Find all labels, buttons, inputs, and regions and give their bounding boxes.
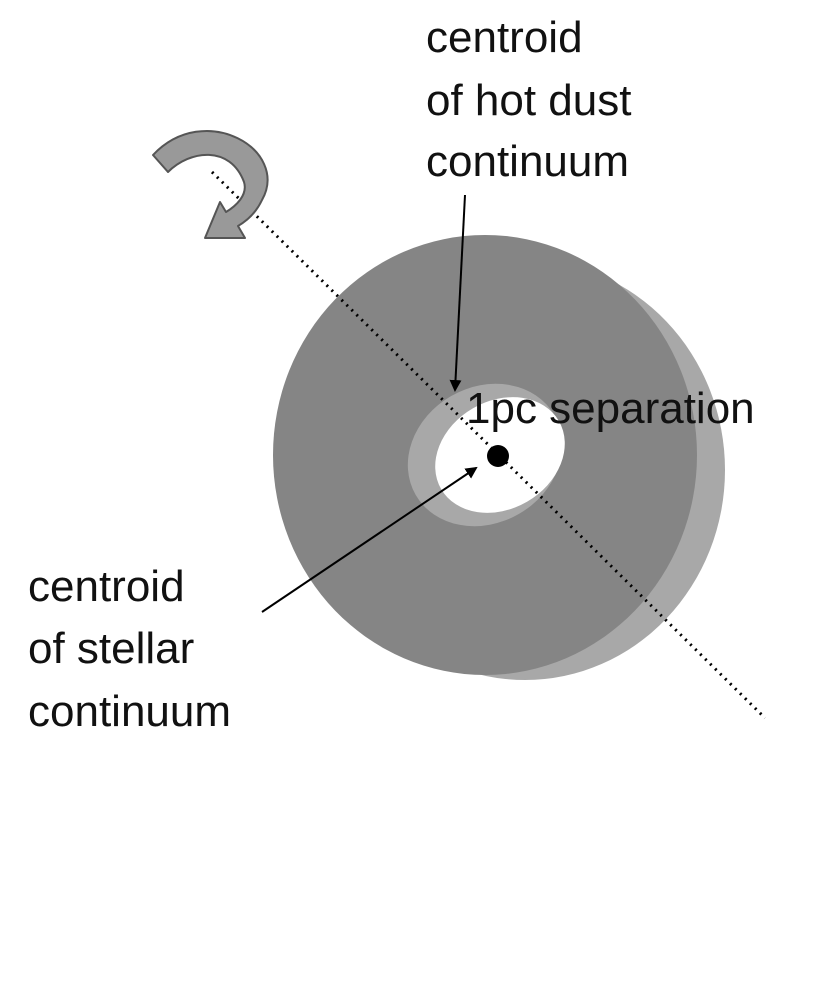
stellar-pointer-arrow bbox=[261, 466, 478, 613]
hot-dust-label-line-1: centroid bbox=[426, 13, 583, 62]
stellar-centroid-dot bbox=[487, 445, 509, 467]
stellar-label-line-3: continuum bbox=[28, 687, 231, 736]
stellar-label: centroid of stellar continuum bbox=[28, 562, 231, 736]
stellar-label-line-1: centroid bbox=[28, 562, 185, 611]
hot-dust-pointer-arrow bbox=[449, 194, 466, 392]
hot-dust-label-line-2: of hot dust bbox=[426, 76, 631, 125]
hot-dust-label: centroid of hot dust continuum bbox=[426, 13, 631, 186]
hot-dust-label-line-3: continuum bbox=[426, 137, 629, 186]
stellar-label-line-2: of stellar bbox=[28, 624, 194, 673]
separation-label: 1pc separation bbox=[466, 384, 755, 433]
curved-rotation-arrow-icon bbox=[152, 129, 269, 239]
